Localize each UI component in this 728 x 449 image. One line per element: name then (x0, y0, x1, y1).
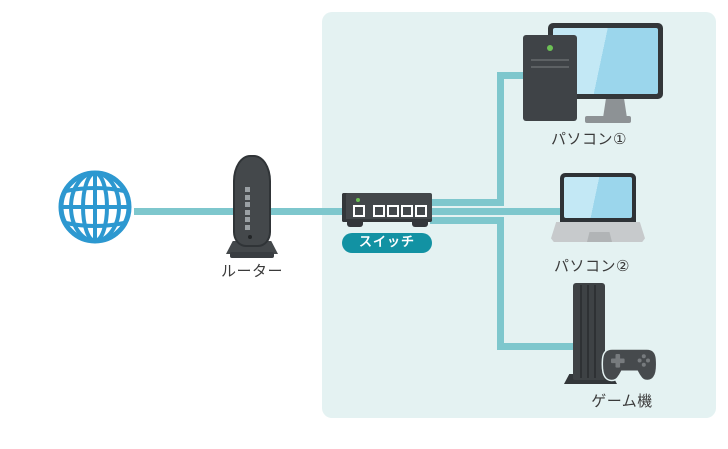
router-led (245, 194, 250, 200)
router-led (245, 217, 250, 222)
console-stripe (580, 285, 582, 378)
game-console-label: ゲーム機 (591, 392, 653, 410)
cable-switch-pc1-horizontal (430, 199, 504, 206)
switch-port (401, 205, 413, 217)
cable-switch-game-vertical (497, 217, 504, 350)
monitor-stand (585, 116, 631, 123)
router-power-dot (248, 235, 252, 239)
pc-tower-groove (531, 66, 569, 68)
game-console-icon (573, 283, 605, 380)
globe-icon (58, 170, 132, 244)
switch-port (387, 205, 399, 217)
router-icon (233, 155, 271, 247)
router-label: ルーター (220, 262, 283, 280)
switch-uplink-port (353, 205, 365, 217)
switch-port-group (373, 205, 427, 217)
pc-tower-led (547, 45, 553, 51)
gamepad-icon (601, 348, 658, 382)
switch-led (356, 198, 360, 202)
console-stripe (594, 285, 596, 378)
laptop-trackpad (587, 232, 612, 242)
switch-badge: スイッチ (342, 233, 432, 253)
switch-foot (347, 222, 363, 227)
router-led (245, 224, 250, 230)
pc1-label: パソコン① (551, 130, 627, 148)
switch-foot (412, 222, 428, 227)
router-led (245, 209, 250, 215)
router-led (245, 202, 250, 207)
router-stand-base (230, 252, 274, 258)
cable-switch-game-horizontal (430, 217, 504, 224)
switch-port (415, 205, 427, 217)
cable-switch-game-bottom (497, 343, 576, 350)
switch-port (373, 205, 385, 217)
laptop-screen (564, 177, 632, 218)
cable-switch-pc1-top (497, 72, 525, 79)
cable-switch-pc1-vertical (497, 72, 504, 206)
console-stripe (587, 285, 589, 378)
monitor-neck (603, 99, 627, 118)
router-led (245, 187, 250, 192)
pc-tower-groove (531, 59, 569, 61)
pc2-label: パソコン② (554, 257, 630, 275)
